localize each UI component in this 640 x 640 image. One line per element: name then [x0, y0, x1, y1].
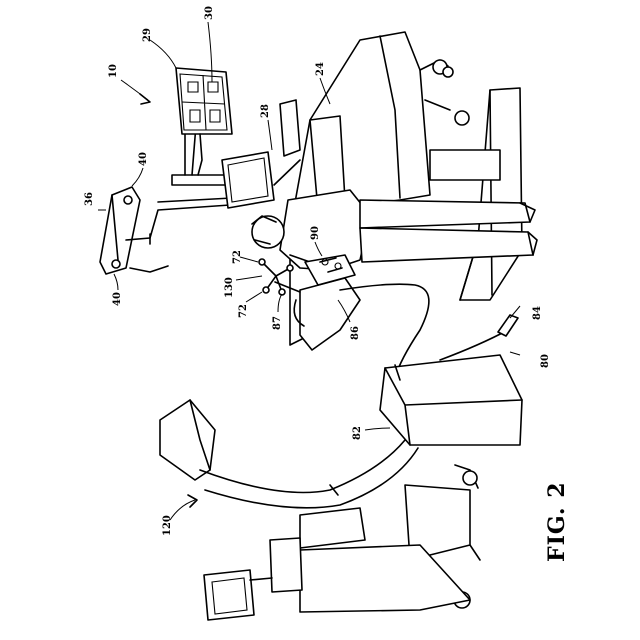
- label-cable: 82: [352, 426, 363, 440]
- label-light-top: 40: [138, 152, 149, 166]
- label-tracker-a: 72: [232, 250, 243, 264]
- label-display-mount: 28: [260, 104, 271, 118]
- label-controller: 80: [540, 354, 551, 368]
- controller-cabinet: [380, 355, 522, 445]
- label-light-bottom: 40: [112, 292, 123, 306]
- label-table: 24: [315, 62, 326, 76]
- label-screen-image: 30: [204, 6, 215, 20]
- label-c-arm: 120: [162, 515, 173, 536]
- label-patient: 86: [350, 326, 361, 340]
- tracking-marker-array: [259, 259, 293, 295]
- label-screen: 29: [142, 28, 153, 42]
- label-light-arm: 36: [84, 192, 95, 206]
- system-arrow-icon: [140, 94, 150, 104]
- label-system: 10: [108, 64, 119, 78]
- label-tracker-b: 72: [238, 304, 249, 318]
- label-instrument: 87: [272, 316, 283, 330]
- figure-caption: FIG. 2: [544, 481, 570, 562]
- label-robot: 90: [310, 226, 321, 240]
- label-pedal: 84: [532, 306, 543, 320]
- label-marker-array: 130: [224, 277, 235, 298]
- foot-pedal: [498, 315, 518, 336]
- surgical-light-arm: [100, 120, 232, 274]
